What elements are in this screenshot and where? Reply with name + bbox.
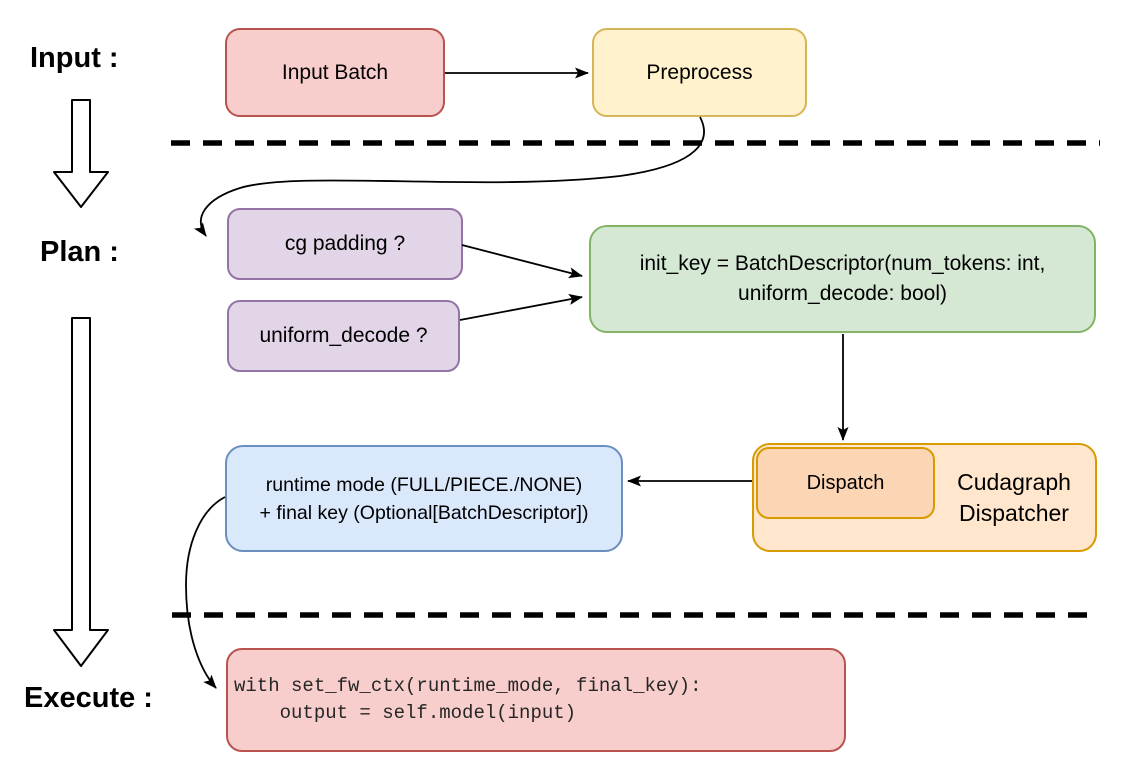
node-execute-code: with set_fw_ctx(runtime_mode, final_key)… (226, 648, 846, 752)
node-uniform-decode-label: uniform_decode ? (259, 324, 428, 347)
stage-label-execute: Execute : (24, 682, 153, 714)
node-cudagraph-dispatcher-label: Cudagraph Dispatcher (957, 468, 1071, 526)
arrow-uniform-decode-to-init-key (459, 294, 583, 321)
node-init-key-line1: init_key = BatchDescriptor(num_tokens: i… (639, 252, 1046, 275)
node-uniform-decode: uniform_decode ? (227, 300, 460, 372)
node-runtime-mode: runtime mode (FULL/PIECE./NONE) + final … (225, 445, 623, 552)
node-runtime-mode-line2: + final key (Optional[BatchDescriptor]) (259, 501, 589, 524)
node-input-batch-label: Input Batch (281, 60, 389, 84)
node-init-key-line2: uniform_decode: bool) (738, 282, 947, 305)
node-dispatch: Dispatch (756, 447, 935, 519)
arrow-cg-padding-to-init-key (461, 244, 583, 279)
node-init-key: init_key = BatchDescriptor(num_tokens: i… (589, 225, 1096, 333)
stage-label-input: Input : (30, 42, 119, 74)
node-runtime-mode-line1: runtime mode (FULL/PIECE./NONE) (265, 473, 583, 496)
node-cg-padding: cg padding ? (227, 208, 463, 280)
stage-label-plan: Plan : (40, 236, 119, 268)
node-dispatch-label: Dispatch (806, 472, 885, 494)
node-cg-padding-label: cg padding ? (284, 232, 406, 255)
arrow-runtime-mode-to-execute-code (185, 496, 226, 689)
node-input-batch: Input Batch (225, 28, 445, 117)
stage-arrow-input-to-plan (53, 99, 109, 208)
node-execute-code-line1: with set_fw_ctx(runtime_mode, final_key)… (234, 675, 702, 697)
stage-arrow-plan-to-execute (53, 317, 109, 667)
node-preprocess-label: Preprocess (646, 60, 753, 84)
node-preprocess: Preprocess (592, 28, 807, 117)
node-cudagraph-dispatcher: Dispatch Cudagraph Dispatcher (752, 443, 1097, 552)
node-execute-code-line2: output = self.model(input) (234, 702, 577, 724)
